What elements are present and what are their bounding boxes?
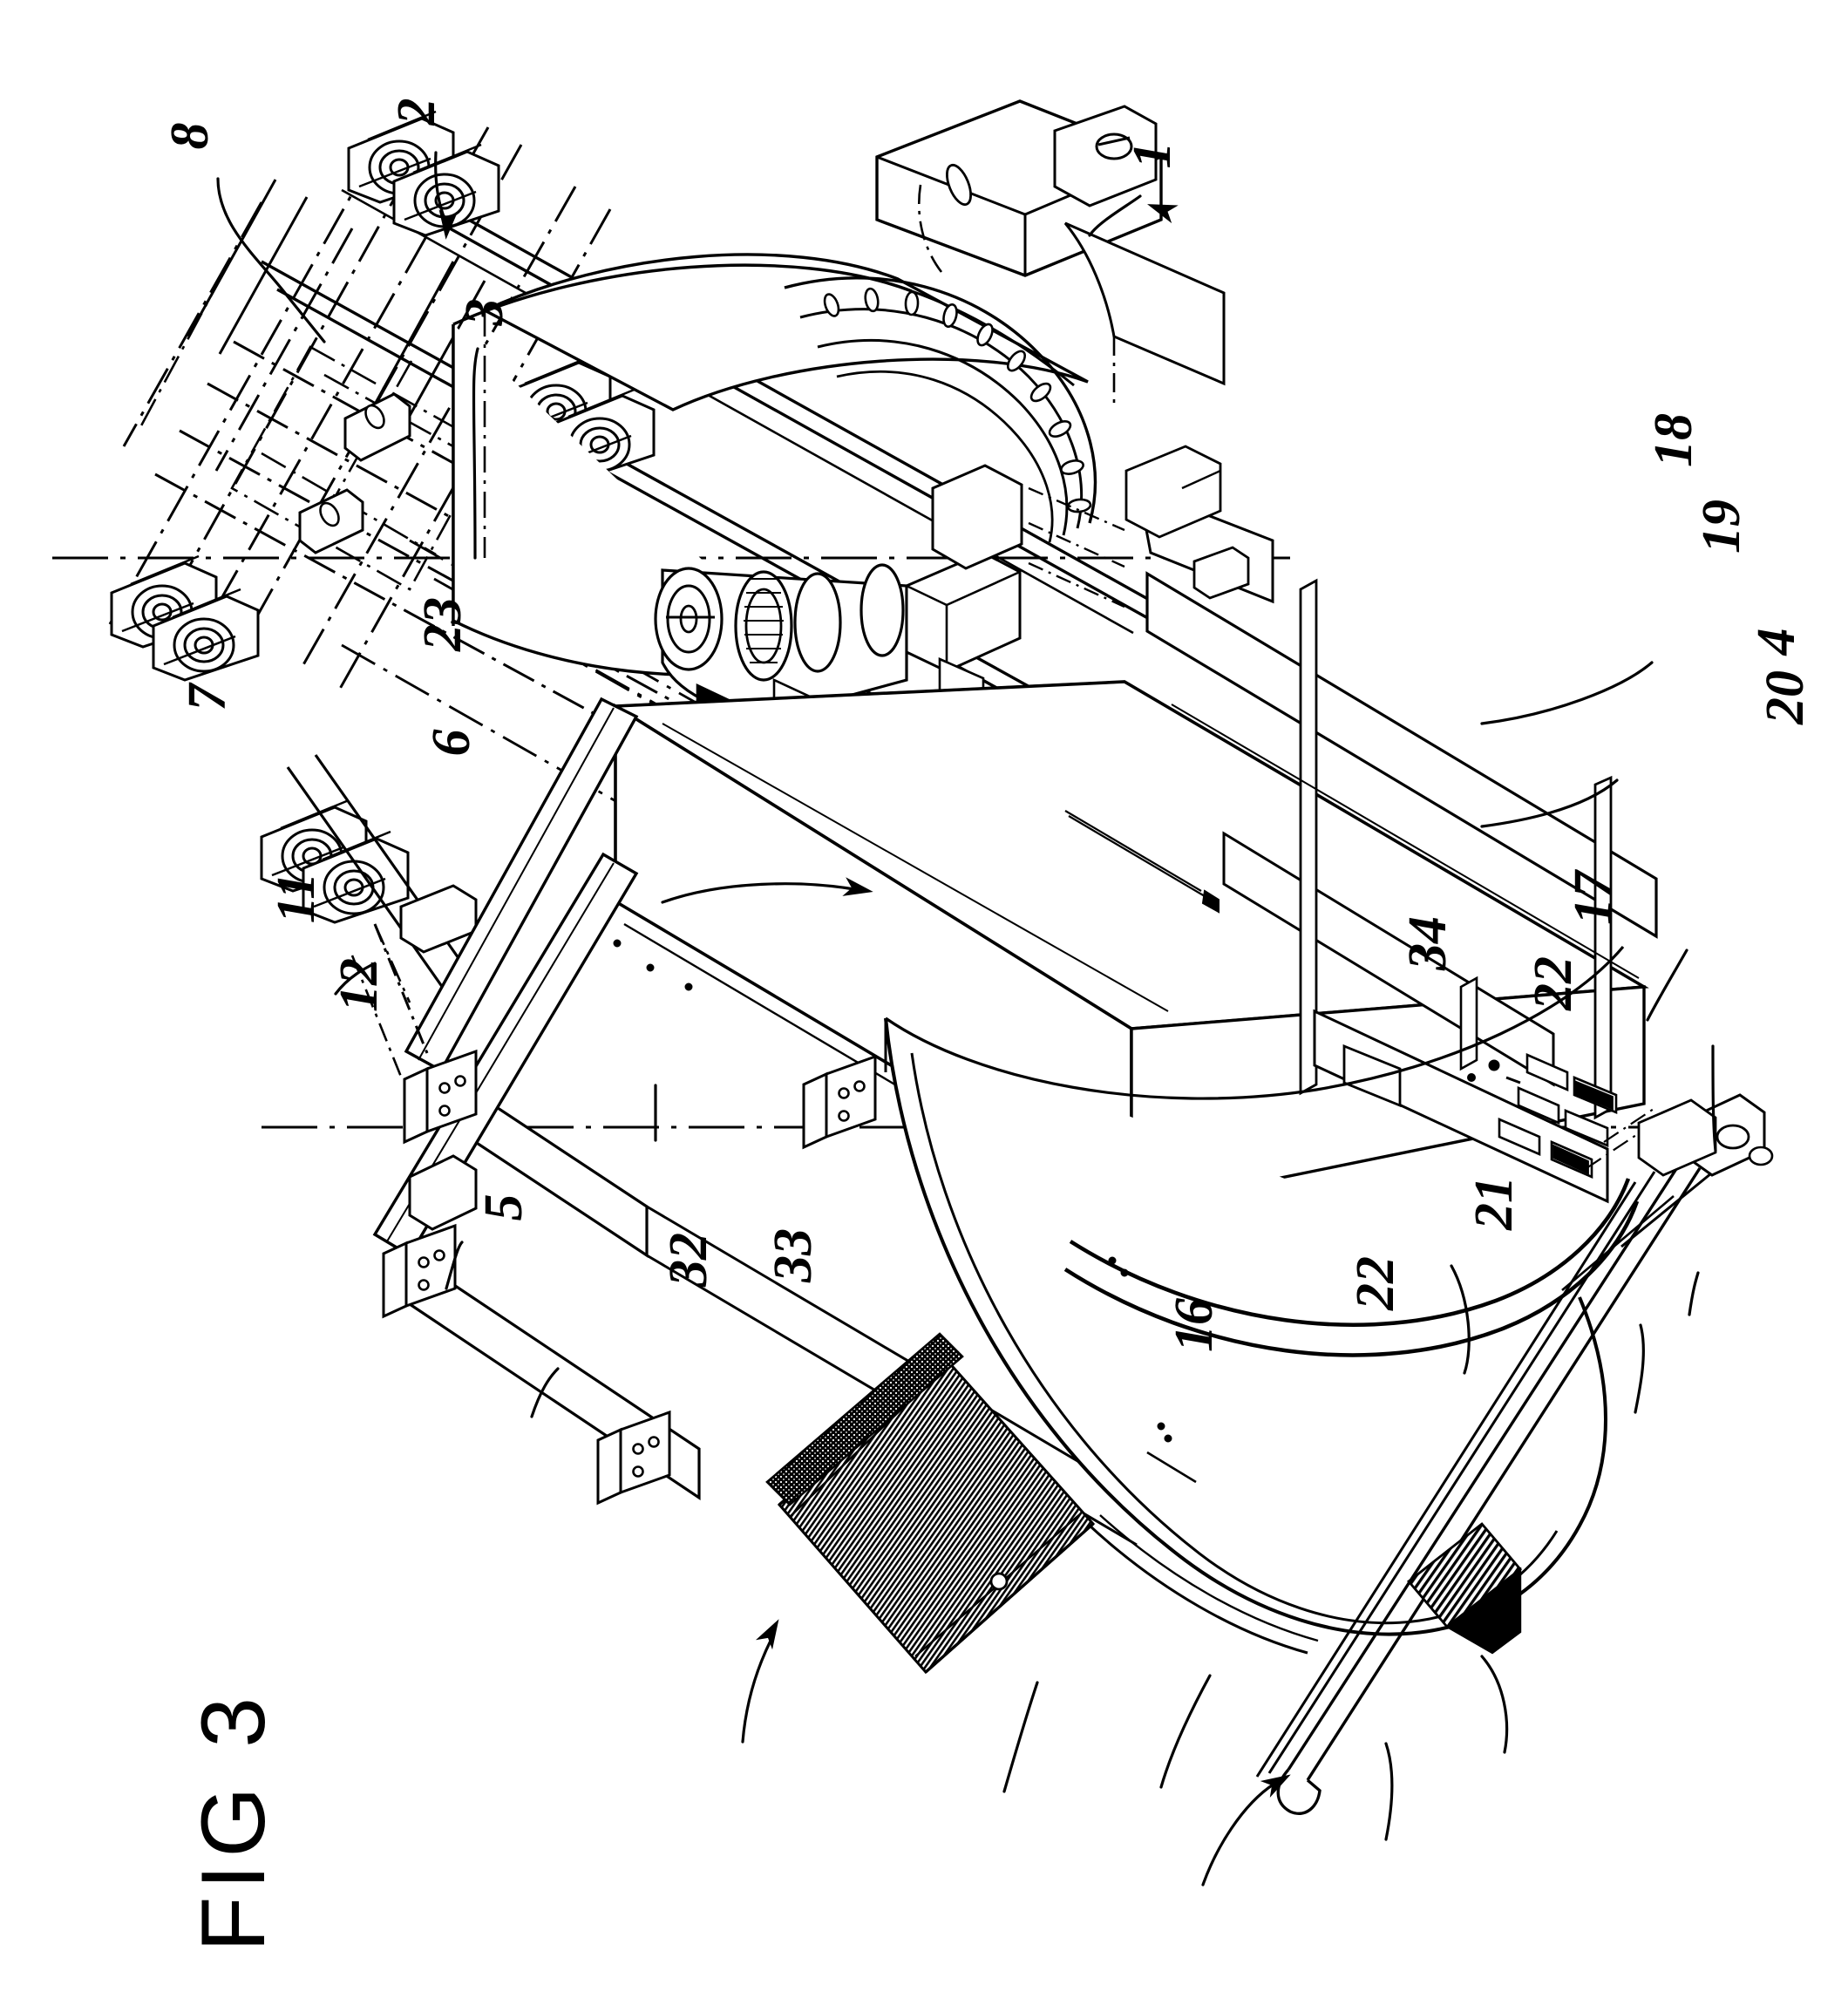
pivot-hinge-fitting xyxy=(1637,1093,1774,1177)
leader-line-3 xyxy=(472,347,479,560)
leader-line-32 xyxy=(1002,1681,1039,1793)
leader-line-23 xyxy=(661,882,856,904)
leader-line-20 xyxy=(1711,1044,1717,1152)
reference-numeral-6: 6 xyxy=(422,729,481,757)
perforated-screen-panel xyxy=(765,1332,1096,1675)
linkage-struts xyxy=(1255,1093,1774,1815)
reference-numeral-2: 2 xyxy=(387,98,446,126)
leader-line-34 xyxy=(1450,1264,1471,1375)
leader-line-4 xyxy=(1646,948,1688,1022)
reference-numeral-7: 7 xyxy=(178,683,237,711)
leader-line-16 xyxy=(1201,1782,1276,1887)
reference-numeral-8: 8 xyxy=(160,122,220,150)
leader-line-19 xyxy=(1480,778,1619,828)
figure-label: FIG 3 xyxy=(183,1689,284,1952)
reference-numeral-23: 23 xyxy=(413,597,472,651)
reference-numeral-4: 4 xyxy=(1747,628,1806,656)
leader-line-22 xyxy=(1384,1742,1394,1841)
drum-front-shield xyxy=(613,939,1640,1675)
bolted-flange-ring xyxy=(784,276,1097,543)
reference-numeral-18: 18 xyxy=(1644,413,1703,467)
leader-line-1 xyxy=(1088,194,1142,237)
leader-line-21 xyxy=(1480,1655,1509,1754)
leader-arrowhead-2 xyxy=(438,209,459,240)
leader-arrowhead-16 xyxy=(1260,1774,1291,1798)
reference-numeral-33: 33 xyxy=(764,1228,823,1282)
reference-numeral-3: 3 xyxy=(455,298,514,326)
control-panel xyxy=(1313,1009,1618,1204)
leader-line-11 xyxy=(445,1241,464,1290)
reference-numeral-16: 16 xyxy=(1165,1298,1224,1352)
leader-line-8 xyxy=(216,177,326,343)
leader-line-12 xyxy=(530,1367,560,1418)
leader-line-5 xyxy=(741,1637,773,1744)
leader-line-7 xyxy=(334,962,377,996)
reference-numeral-21: 21 xyxy=(1464,1176,1524,1230)
leader-line-17 xyxy=(1688,1271,1700,1316)
reference-numeral-19: 19 xyxy=(1692,500,1751,554)
reference-numeral-22: 22 xyxy=(1346,1256,1405,1310)
reference-numeral-32: 32 xyxy=(659,1233,718,1287)
leader-line-22 xyxy=(1634,1323,1645,1414)
reference-numeral-34: 34 xyxy=(1398,916,1457,970)
leader-arrowhead-23 xyxy=(842,877,873,896)
reference-numeral-12: 12 xyxy=(330,958,389,1012)
callout-arrowheads xyxy=(438,204,1291,1798)
leader-arrowhead-1 xyxy=(1147,204,1179,224)
leader-arrowhead-5 xyxy=(755,1619,779,1650)
reference-numeral-20: 20 xyxy=(1756,670,1815,724)
reference-numeral-5: 5 xyxy=(474,1193,533,1221)
reference-numeral-17: 17 xyxy=(1564,871,1623,925)
leader-line-18 xyxy=(1480,661,1654,725)
reference-numeral-22: 22 xyxy=(1524,956,1583,1010)
front-frame-rails xyxy=(350,697,1138,1547)
leader-line-33 xyxy=(1159,1674,1212,1789)
reference-numeral-11: 11 xyxy=(267,872,326,924)
reference-numeral-1: 1 xyxy=(1123,141,1182,169)
